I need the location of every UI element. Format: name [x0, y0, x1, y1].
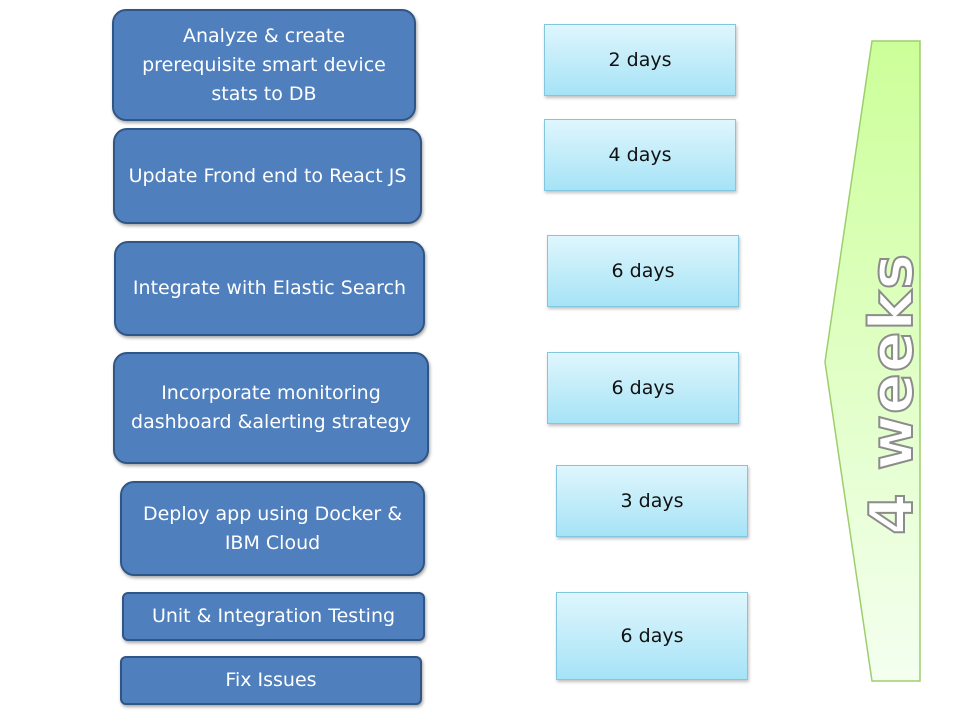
duration-label: 2 days [608, 49, 672, 71]
duration-box: 2 days [544, 24, 736, 96]
task-deploy-docker: Deploy app using Docker & IBM Cloud [120, 481, 425, 576]
task-label: Fix Issues [225, 669, 317, 691]
task-testing: Unit & Integration Testing [122, 592, 425, 641]
total-duration-label: 4 weeks [856, 252, 928, 536]
arrow-shape [824, 40, 921, 682]
task-label: Update Frond end to React JS [128, 164, 407, 187]
task-fix-issues: Fix Issues [120, 656, 422, 705]
task-label: Incorporate monitoring dashboard &alerti… [131, 382, 411, 433]
task-label: Deploy app using Docker & IBM Cloud [142, 502, 403, 554]
task-analyze-stats: Analyze & create prerequisite smart devi… [112, 9, 416, 121]
duration-label: 3 days [620, 490, 684, 512]
task-monitoring-dashboard: Incorporate monitoring dashboard &alerti… [113, 352, 429, 464]
total-duration-arrow: 4 weeks [820, 36, 930, 686]
duration-box: 6 days [547, 235, 739, 307]
duration-label: 6 days [611, 377, 675, 399]
task-label: Unit & Integration Testing [151, 605, 396, 627]
chevron-arrow-shape [824, 40, 921, 682]
duration-label: 6 days [611, 260, 675, 282]
task-elastic-search: Integrate with Elastic Search [114, 241, 425, 336]
duration-label: 4 days [608, 144, 672, 166]
task-update-frontend: Update Frond end to React JS [113, 128, 422, 224]
task-label: Analyze & create prerequisite smart devi… [142, 24, 386, 105]
duration-box: 3 days [556, 465, 748, 537]
duration-box: 6 days [547, 352, 739, 424]
duration-label: 6 days [620, 625, 684, 647]
duration-box: 4 days [544, 119, 736, 191]
task-label: Integrate with Elastic Search [132, 277, 407, 299]
duration-box: 6 days [556, 592, 748, 680]
